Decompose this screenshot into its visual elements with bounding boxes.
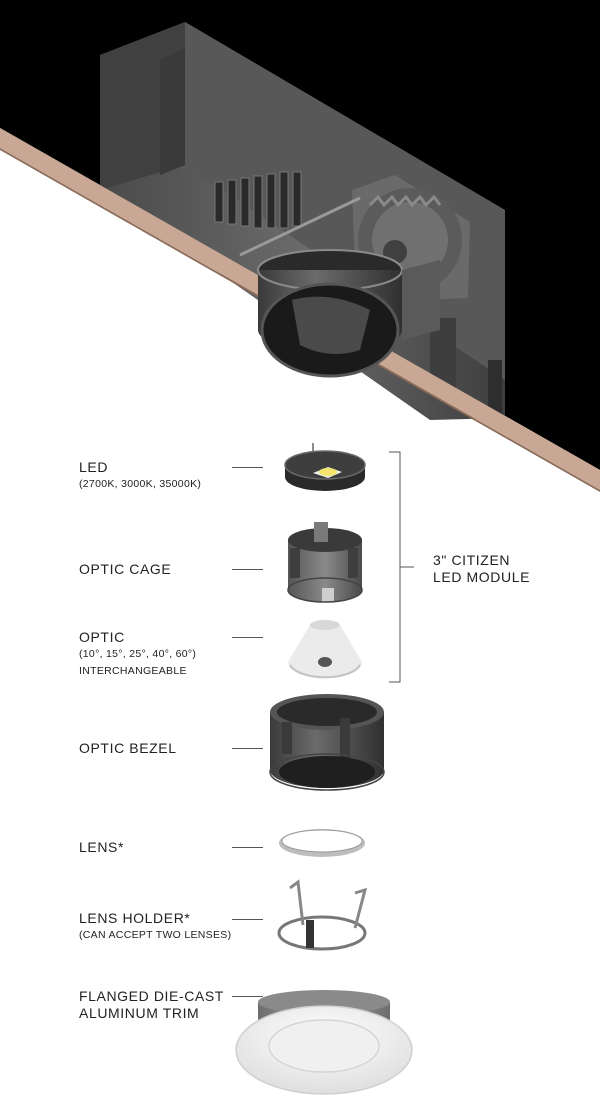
led-disc — [284, 443, 366, 491]
leader-lens-holder — [232, 919, 263, 920]
flanged-trim — [235, 990, 413, 1095]
note-lens-holder: (CAN ACCEPT TWO LENSES) — [79, 929, 232, 941]
leader-optic-cage — [232, 569, 263, 570]
note-optic-interchangeable: INTERCHANGEABLE — [79, 665, 187, 677]
installed-module — [257, 249, 440, 378]
label-lens-holder: LENS HOLDER* — [79, 910, 191, 926]
leader-optic-bezel — [232, 748, 263, 749]
label-led: LED — [79, 459, 109, 475]
optic-cone — [288, 620, 362, 679]
leader-optic — [232, 637, 263, 638]
label-optic-bezel: OPTIC BEZEL — [79, 740, 177, 756]
leader-lens — [232, 847, 263, 848]
module-group-label-line2: LED MODULE — [433, 569, 531, 585]
label-optic-cage: OPTIC CAGE — [79, 561, 172, 577]
optic-bezel — [269, 694, 385, 791]
note-led: (2700K, 3000K, 35000K) — [79, 478, 202, 490]
module-bracket — [389, 451, 414, 683]
label-trim-line1: FLANGED DIE-CAST — [79, 988, 224, 1004]
module-group-label-line1: 3" CITIZEN — [433, 552, 511, 568]
optic-cage — [287, 522, 363, 603]
leader-trim — [232, 996, 263, 997]
label-optic: OPTIC — [79, 629, 125, 645]
leader-led — [232, 467, 263, 468]
lens-disc — [279, 829, 365, 857]
label-lens: LENS* — [79, 839, 125, 855]
label-trim-line2: ALUMINUM TRIM — [79, 1005, 200, 1021]
note-optic-angles: (10°, 15°, 25°, 40°, 60°) — [79, 648, 197, 660]
lens-holder — [277, 879, 368, 951]
